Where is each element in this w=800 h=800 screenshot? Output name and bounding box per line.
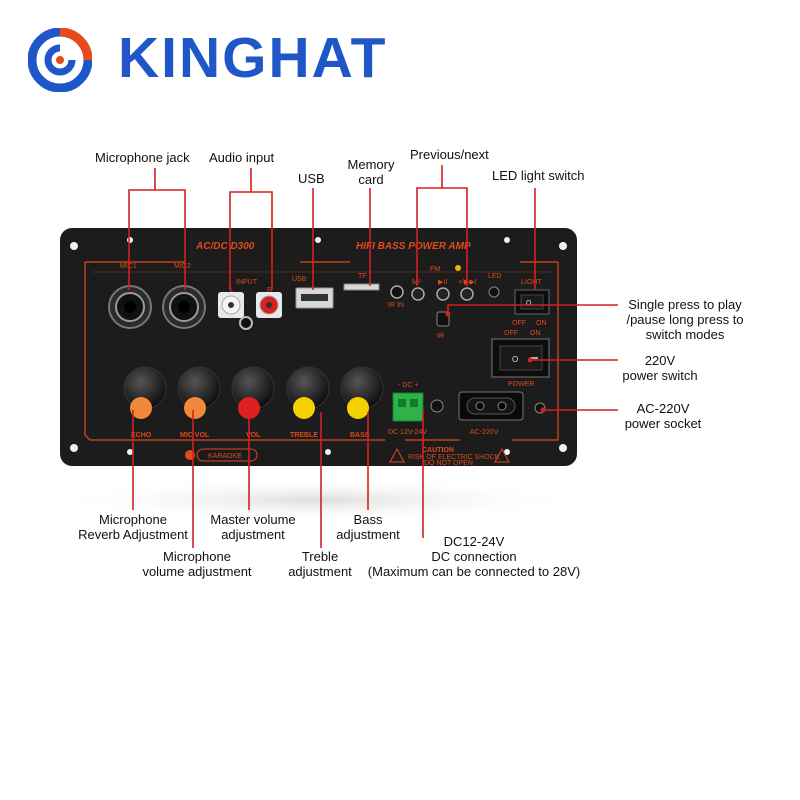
bass-knob[interactable]: [340, 366, 384, 419]
brand-logo-icon: [28, 28, 92, 92]
caution-line2: DO NOT OPEN: [424, 460, 473, 467]
echo-label: ECHO: [131, 432, 152, 439]
ac-power-socket[interactable]: [458, 391, 524, 421]
dc-screw-icon: [430, 399, 444, 413]
callout-led-switch: LED light switch: [492, 168, 585, 183]
light-off-label: OFF: [512, 320, 526, 327]
power-switch[interactable]: O: [491, 338, 550, 378]
led-indicator-icon: [488, 286, 500, 298]
dc-terminal[interactable]: [392, 392, 424, 422]
echo-knob[interactable]: [123, 366, 167, 419]
input-l-label: L: [230, 287, 234, 294]
ac-label: AC-220V: [470, 429, 499, 436]
tf-label: TF: [358, 273, 367, 280]
callout-prev-next: Previous/next: [410, 147, 489, 162]
button-play-label: ▶II: [438, 279, 447, 286]
panel-frame: [84, 261, 559, 441]
rca-right-jack[interactable]: [256, 292, 282, 318]
power-on-label: ON: [530, 330, 541, 337]
power-label: POWER: [508, 381, 534, 388]
aux-jack[interactable]: [239, 316, 253, 330]
vol-label: VOL: [246, 432, 261, 439]
rca-left-jack[interactable]: [218, 292, 244, 318]
next-button[interactable]: [460, 287, 474, 301]
callout-single-press: Single press to play/pause long press to…: [626, 297, 744, 342]
ir-in-label: IR IN: [388, 302, 404, 309]
light-label: LIGHT: [521, 279, 542, 286]
callout-mic-jack: Microphone jack: [95, 150, 190, 165]
panel-title: HIFI BASS POWER AMP: [356, 241, 471, 252]
callout-audio-input: Audio input: [209, 150, 275, 165]
usb-label: USB: [292, 276, 307, 283]
power-off-label: OFF: [504, 330, 518, 337]
ir-in-jack[interactable]: [390, 285, 404, 299]
play-pause-button[interactable]: [436, 287, 450, 301]
fm-label: FM: [430, 266, 440, 273]
caution-title: CAUTION: [422, 447, 454, 454]
tf-card-slot[interactable]: [343, 283, 380, 291]
light-on-label: ON: [536, 320, 547, 327]
mic-vol-label: MIC VOL: [180, 432, 210, 439]
mounting-holes: [70, 237, 567, 455]
callout-usb: USB: [298, 171, 325, 186]
light-switch[interactable]: O: [514, 289, 550, 315]
dc-polarity-label: - DC +: [398, 382, 418, 389]
led-label: LED: [488, 273, 502, 280]
previous-button[interactable]: [411, 287, 425, 301]
mic-vol-knob[interactable]: [177, 366, 221, 419]
svg-text:O: O: [526, 300, 532, 307]
mic1-jack[interactable]: [108, 285, 152, 329]
mic2-label: MIC2: [174, 263, 191, 270]
karaoke-label: KARAOKE: [208, 453, 242, 460]
mic2-jack[interactable]: [162, 285, 206, 329]
fm-led-icon: [455, 265, 461, 271]
caution-warning-icon: [389, 447, 510, 463]
callout-lines: [128, 165, 618, 548]
input-label: INPUT: [236, 279, 258, 286]
treble-knob[interactable]: [286, 366, 330, 419]
caution-line1: RISK OF ELECTRIC SHOCK: [408, 454, 500, 461]
dc-rating-label: DC 12V-24V: [388, 429, 427, 436]
brand-name: KINGHAT: [118, 26, 388, 90]
vol-knob[interactable]: [231, 366, 275, 419]
input-r-label: R: [267, 287, 272, 294]
bass-label: BASS: [350, 432, 370, 439]
svg-text:O: O: [512, 355, 518, 364]
treble-label: TREBLE: [290, 432, 318, 439]
panel-reflection: [48, 478, 588, 522]
ir-label: IR: [437, 333, 444, 340]
panel-model: AC/DC D300: [195, 241, 255, 252]
usb-port[interactable]: [295, 287, 334, 309]
callout-dots: [445, 311, 546, 413]
